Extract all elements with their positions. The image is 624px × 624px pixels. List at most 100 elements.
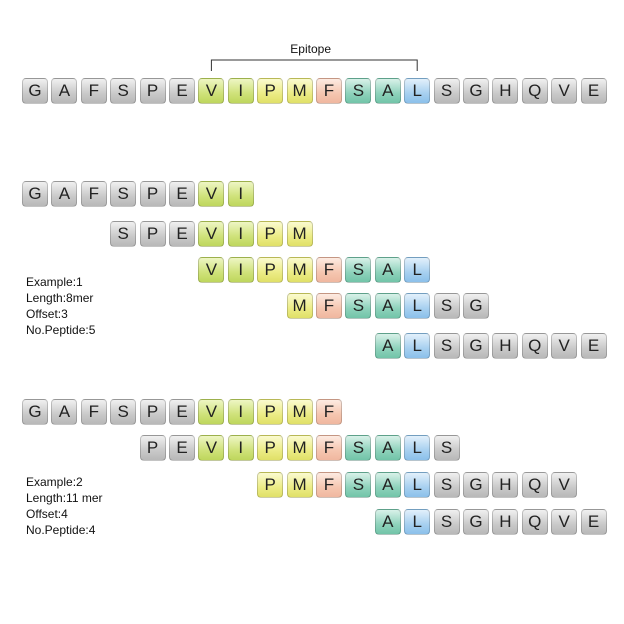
residue-tile: S bbox=[345, 472, 372, 498]
example-info-line: Offset:4 bbox=[26, 507, 68, 521]
residue-tile: H bbox=[492, 472, 519, 498]
residue-tile: A bbox=[374, 78, 401, 104]
residue-tile: L bbox=[404, 293, 431, 319]
residue-tile: V bbox=[551, 472, 578, 498]
residue-tile: V bbox=[198, 435, 225, 461]
residue-tile: A bbox=[374, 257, 401, 283]
residue-tile: L bbox=[404, 472, 431, 498]
residue-tile: V bbox=[198, 181, 225, 207]
residue-tile: E bbox=[169, 435, 195, 461]
example-info-line: Example:1 bbox=[26, 275, 83, 289]
residue-tile: I bbox=[227, 435, 254, 461]
residue-tile: A bbox=[374, 293, 401, 319]
residue-tile: V bbox=[198, 221, 225, 247]
residue-tile: P bbox=[257, 78, 284, 104]
residue-tile: Q bbox=[521, 333, 548, 359]
residue-tile: I bbox=[227, 399, 254, 425]
residue-tile: M bbox=[286, 435, 313, 461]
residue-tile: P bbox=[139, 399, 166, 425]
residue-tile: L bbox=[404, 78, 431, 104]
residue-tile: G bbox=[22, 399, 48, 425]
residue-tile: V bbox=[198, 399, 225, 425]
residue-tile: Q bbox=[521, 78, 548, 104]
residue-tile: F bbox=[316, 399, 342, 425]
residue-tile: L bbox=[404, 257, 431, 283]
residue-tile: G bbox=[463, 333, 489, 359]
residue-tile: L bbox=[404, 435, 431, 461]
residue-tile: S bbox=[110, 399, 137, 425]
residue-tile: F bbox=[316, 293, 342, 319]
example-info-line: Length:8mer bbox=[26, 291, 94, 305]
residue-tile: P bbox=[257, 435, 284, 461]
residue-tile: E bbox=[580, 78, 607, 104]
residue-tile: S bbox=[110, 181, 137, 207]
residue-tile: P bbox=[139, 181, 166, 207]
residue-tile: M bbox=[286, 293, 313, 319]
residue-tile: F bbox=[80, 399, 107, 425]
residue-tile: S bbox=[433, 78, 460, 104]
residue-tile: F bbox=[80, 181, 107, 207]
residue-tile: S bbox=[110, 221, 137, 247]
residue-tile: P bbox=[139, 435, 166, 461]
residue-tile: S bbox=[433, 293, 460, 319]
residue-tile: V bbox=[198, 257, 225, 283]
residue-tile: G bbox=[463, 78, 489, 104]
example-info-line: Length:11 mer bbox=[26, 491, 103, 505]
residue-tile: E bbox=[580, 333, 607, 359]
residue-tile: S bbox=[345, 78, 372, 104]
residue-tile: M bbox=[286, 78, 313, 104]
residue-tile: M bbox=[286, 257, 313, 283]
residue-tile: I bbox=[227, 221, 254, 247]
residue-tile: G bbox=[463, 293, 489, 319]
residue-tile: H bbox=[492, 333, 519, 359]
residue-tile: F bbox=[316, 472, 342, 498]
residue-tile: S bbox=[345, 257, 372, 283]
residue-tile: P bbox=[257, 221, 284, 247]
example-info-line: Offset:3 bbox=[26, 307, 68, 321]
residue-tile: A bbox=[51, 399, 78, 425]
residue-tile: S bbox=[345, 435, 372, 461]
residue-tile: E bbox=[169, 78, 195, 104]
residue-tile: S bbox=[433, 435, 460, 461]
residue-tile: G bbox=[22, 78, 48, 104]
residue-tile: V bbox=[551, 509, 578, 535]
epitope-label: Epitope bbox=[290, 42, 331, 56]
residue-tile: Q bbox=[521, 509, 548, 535]
residue-tile: E bbox=[169, 221, 195, 247]
residue-tile: G bbox=[22, 181, 48, 207]
residue-tile: L bbox=[404, 333, 431, 359]
residue-tile: A bbox=[374, 472, 401, 498]
residue-tile: F bbox=[316, 257, 342, 283]
residue-tile: P bbox=[257, 472, 284, 498]
residue-tile: P bbox=[257, 399, 284, 425]
residue-tile: S bbox=[433, 509, 460, 535]
residue-tile: A bbox=[51, 181, 78, 207]
residue-tile: F bbox=[316, 435, 342, 461]
residue-tile: I bbox=[227, 78, 254, 104]
residue-tile: S bbox=[433, 333, 460, 359]
residue-tile: H bbox=[492, 78, 519, 104]
residue-tile: A bbox=[374, 435, 401, 461]
example-info-line: No.Peptide:5 bbox=[26, 323, 96, 337]
residue-tile: E bbox=[580, 509, 607, 535]
residue-tile: I bbox=[227, 181, 254, 207]
residue-tile: V bbox=[551, 333, 578, 359]
residue-tile: S bbox=[433, 472, 460, 498]
residue-tile: V bbox=[198, 78, 225, 104]
residue-tile: M bbox=[286, 221, 313, 247]
residue-tile: V bbox=[551, 78, 578, 104]
residue-tile: L bbox=[404, 509, 431, 535]
residue-tile: Q bbox=[521, 472, 548, 498]
residue-tile: E bbox=[169, 181, 195, 207]
residue-tile: S bbox=[110, 78, 137, 104]
residue-tile: G bbox=[463, 472, 489, 498]
residue-tile: A bbox=[374, 509, 401, 535]
residue-tile: M bbox=[286, 399, 313, 425]
residue-tile: E bbox=[169, 399, 195, 425]
residue-tile: M bbox=[286, 472, 313, 498]
residue-tile: H bbox=[492, 509, 519, 535]
